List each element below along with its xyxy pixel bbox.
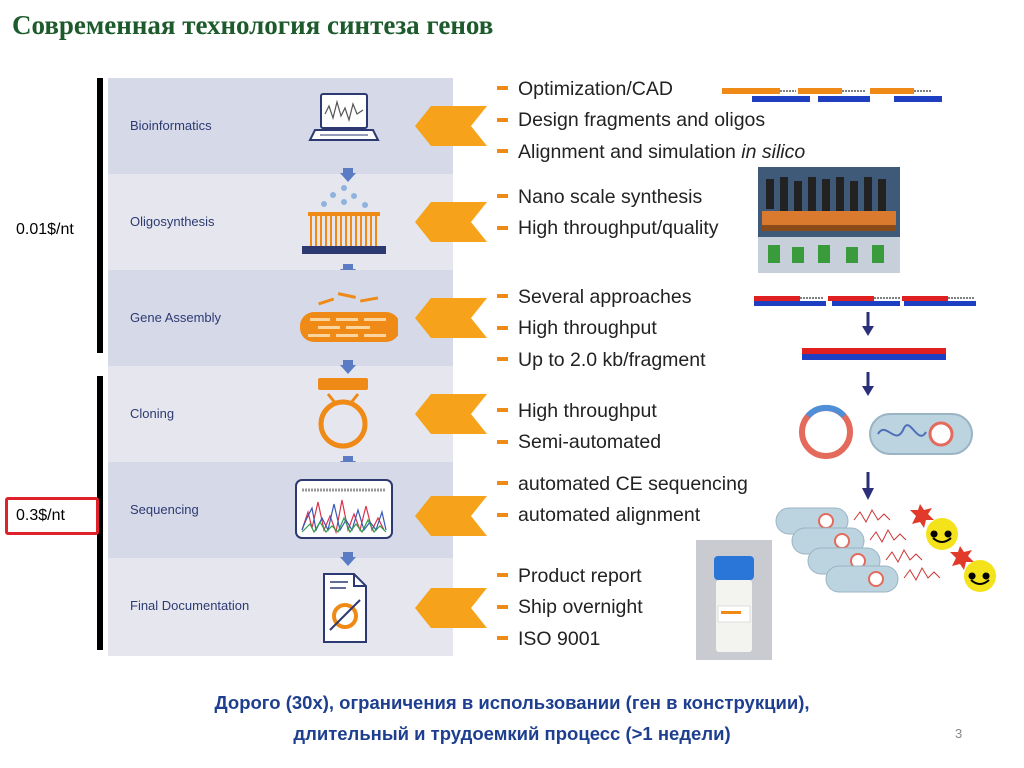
bullet-item: automated alignment [497, 500, 748, 531]
chevron-left-icon [415, 588, 487, 628]
oligo-design-diagram [722, 88, 942, 102]
bullet-item: High throughput [497, 313, 706, 344]
bullet-item: Optimization/CAD [497, 74, 805, 105]
step-cloning: Cloning [108, 366, 453, 462]
bullet-item: Semi-automated [497, 427, 661, 458]
bracket-bottom [97, 376, 103, 650]
bullet-item: High throughput/quality [497, 213, 719, 244]
bracket-top [97, 78, 103, 353]
bullets-final-documentation: Product report Ship overnight ISO 9001 [497, 561, 643, 655]
page-number: 3 [955, 726, 963, 741]
price-oligo: 0.01$/nt [16, 221, 74, 238]
workflow-steps-panel: Bioinformatics Oligosynthesis Gene Assem… [108, 78, 453, 656]
chevron-left-icon [415, 298, 487, 338]
bullet-item: Several approaches [497, 282, 706, 313]
footer-line-1: Дорого (30х), ограничения в использовани… [214, 692, 810, 713]
oligo-array-icon [302, 185, 386, 254]
bullets-gene-assembly: Several approaches High throughput Up to… [497, 282, 706, 376]
bullet-item: Ship overnight [497, 592, 643, 623]
step-bioinformatics: Bioinformatics [108, 78, 453, 174]
chevron-left-icon [415, 106, 487, 146]
bullet-item: automated CE sequencing [497, 469, 748, 500]
document-icon [323, 573, 367, 643]
footer-line-2: длительный и трудоемкий процесс (>1 неде… [293, 723, 731, 744]
synthesizer-photo [758, 167, 900, 273]
bullet-item: Product report [497, 561, 643, 592]
bullet-item: High throughput [497, 396, 661, 427]
slide-title: Современная технология синтеза генов [12, 10, 494, 40]
plasmid-cell-diagram [799, 404, 973, 459]
chromatogram-icon [295, 479, 393, 539]
bullets-sequencing: automated CE sequencing automated alignm… [497, 469, 748, 532]
laptop-icon [308, 93, 380, 141]
bullet-item: Alignment and simulation in silico [497, 137, 805, 168]
step-label: Oligosynthesis [130, 214, 215, 229]
bullet-item: Up to 2.0 kb/fragment [497, 345, 706, 376]
flow-down-arrow [340, 360, 356, 374]
sequencing-clones-illustration [775, 504, 996, 593]
gene-fragments-icon [300, 292, 398, 342]
step-gene-assembly: Gene Assembly [108, 270, 453, 366]
step-label: Final Documentation [130, 598, 250, 613]
bullet-item: Design fragments and oligos [497, 105, 805, 136]
step-label: Sequencing [130, 502, 199, 517]
price-cloning: 0.3$/nt [16, 507, 65, 524]
step-label: Gene Assembly [130, 310, 222, 325]
price-highlight-box: 0.3$/nt [5, 497, 99, 535]
step-final-documentation: Final Documentation [108, 558, 453, 654]
step-oligosynthesis: Oligosynthesis [108, 174, 453, 270]
flow-down-arrow [340, 552, 356, 566]
chevron-left-icon [415, 496, 487, 536]
step-label: Bioinformatics [130, 118, 212, 133]
gene-assembly-diagram [754, 296, 976, 396]
step-label: Cloning [130, 406, 175, 421]
flow-down-arrow [340, 168, 356, 182]
product-vial-photo [696, 540, 772, 660]
bullets-bioinformatics: Optimization/CAD Design fragments and ol… [497, 74, 805, 168]
bullet-item: Nano scale synthesis [497, 182, 719, 213]
bullet-item: ISO 9001 [497, 624, 643, 655]
step-sequencing: Sequencing [108, 462, 453, 558]
down-arrow-icon [862, 472, 874, 500]
bullets-cloning: High throughput Semi-automated [497, 396, 661, 459]
plasmid-icon [318, 378, 368, 449]
bullets-oligosynthesis: Nano scale synthesis High throughput/qua… [497, 182, 719, 245]
chevron-left-icon [415, 202, 487, 242]
chevron-left-icon [415, 394, 487, 434]
